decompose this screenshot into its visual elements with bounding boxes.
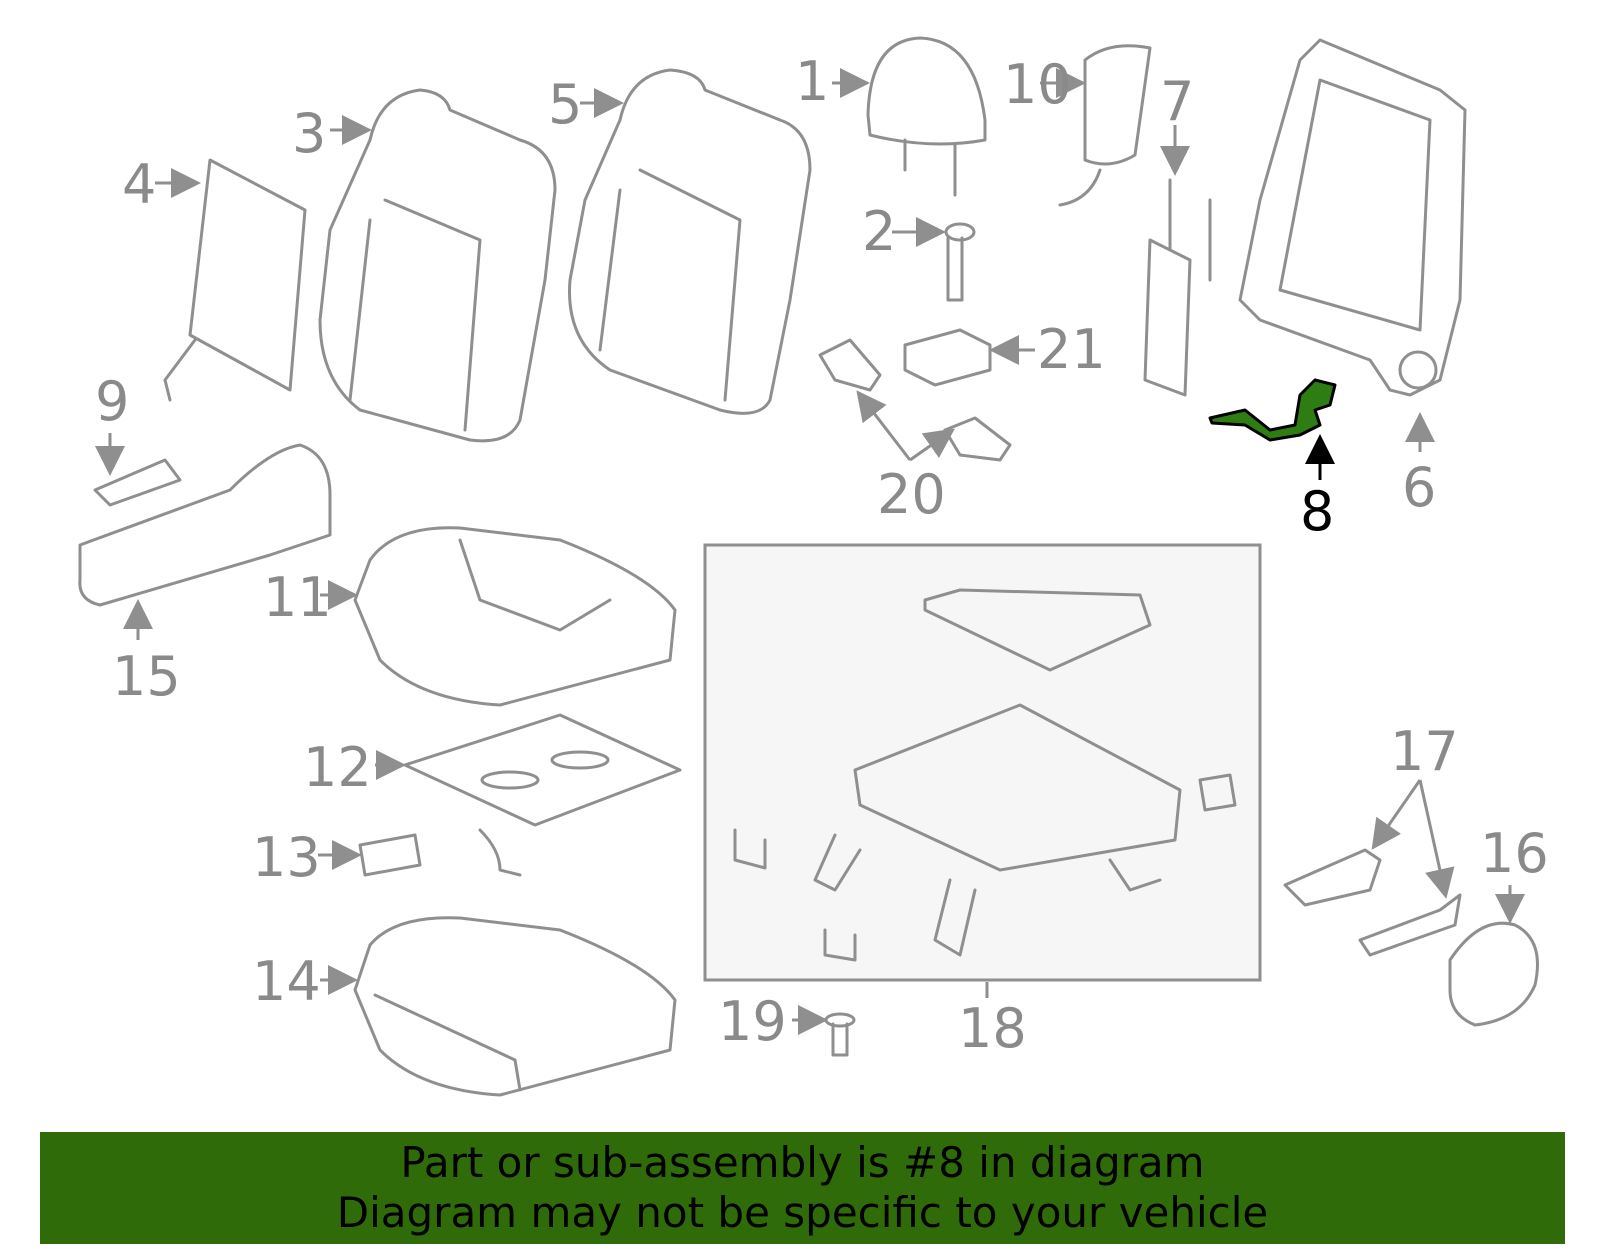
callout-20: 20	[877, 463, 946, 526]
part-14-cushion-cover	[353, 916, 677, 1097]
callout-7: 7	[1160, 70, 1194, 133]
callout-12: 12	[303, 736, 372, 799]
callout-17: 17	[1390, 720, 1459, 783]
callout-16: 16	[1480, 822, 1549, 885]
callout-9: 9	[95, 370, 129, 433]
callout-19: 19	[718, 990, 787, 1053]
part-13-module	[358, 833, 422, 877]
part-18-seat-track-box	[703, 543, 1262, 982]
part-12-heater-mat	[403, 713, 682, 877]
part-4-back-board	[163, 158, 307, 402]
part-2-guide	[944, 222, 976, 302]
callout-2: 2	[862, 200, 896, 263]
callout-3: 3	[292, 102, 326, 165]
callout-21: 21	[1037, 318, 1106, 381]
callout-4: 4	[122, 153, 156, 216]
callout-18: 18	[958, 997, 1027, 1060]
callout-10: 10	[1003, 53, 1072, 116]
part-16-cover	[1448, 921, 1539, 1027]
part-7-lumbar	[1143, 178, 1212, 397]
part-6-seatback-frame	[1238, 38, 1467, 397]
callout-15: 15	[112, 645, 181, 708]
banner-line-1: Part or sub-assembly is #8 in diagram	[400, 1138, 1205, 1187]
callout-14: 14	[252, 950, 321, 1013]
banner-line-2: Diagram may not be specific to your vehi…	[336, 1188, 1269, 1237]
part-8-bracket-highlighted	[1208, 378, 1337, 442]
part-21-connector	[903, 328, 992, 387]
callout-13: 13	[252, 826, 321, 889]
part-17-covers	[1283, 848, 1462, 957]
part-3-seatback-cover	[318, 88, 557, 443]
callout-5: 5	[548, 73, 582, 136]
part-10-airbag	[1058, 44, 1152, 207]
part-1-headrest	[866, 36, 987, 197]
part-19-bolt	[824, 1012, 856, 1057]
part-11-cushion-pad	[353, 526, 677, 707]
part-15-side-shield	[78, 443, 332, 607]
part-5-seatback-pad	[568, 68, 812, 415]
part-9-bracket	[93, 458, 182, 507]
callout-8: 8	[1300, 480, 1334, 543]
seat-parts-diagram: 1 2 3 4 5 6 7 8 9 10 11 12 13 14 15 16 1…	[78, 36, 1549, 1097]
part-20-clips	[818, 338, 1012, 462]
callout-11: 11	[263, 566, 332, 629]
callout-6: 6	[1402, 456, 1436, 519]
callout-1: 1	[795, 50, 829, 113]
info-banner: Part or sub-assembly is #8 in diagram Di…	[40, 1132, 1565, 1244]
